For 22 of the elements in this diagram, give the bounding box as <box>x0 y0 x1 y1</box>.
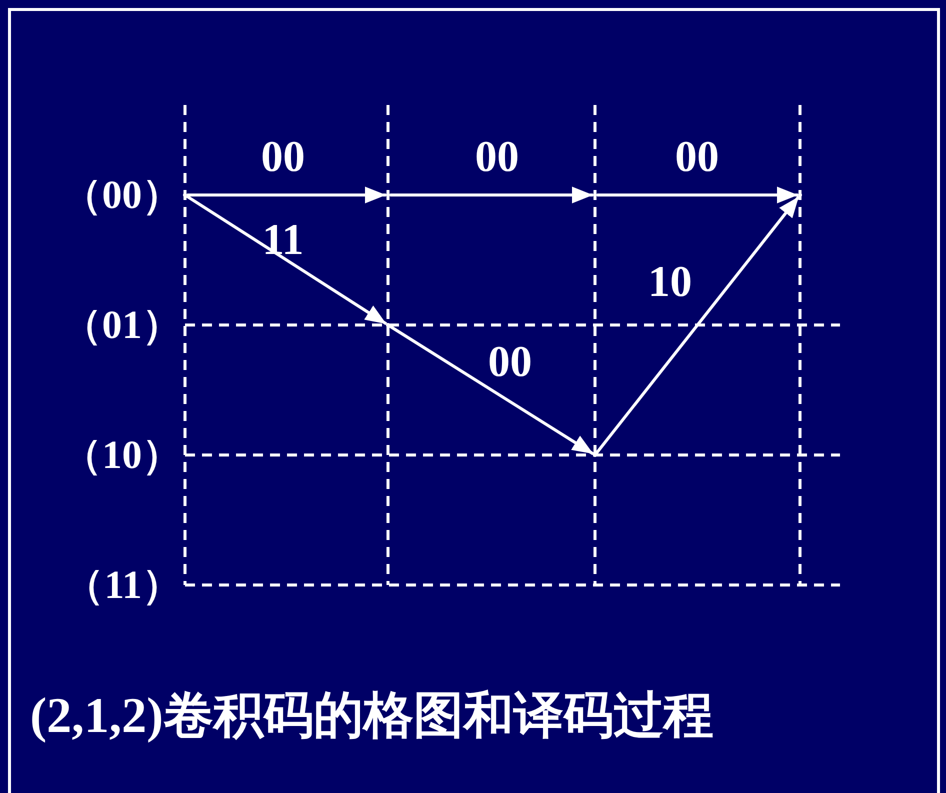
edge-label: 00 <box>261 135 305 179</box>
arrow <box>597 186 798 204</box>
trellis-node <box>386 323 390 327</box>
trellis-node <box>386 193 390 197</box>
edge-label: 00 <box>675 135 719 179</box>
arrow <box>187 186 386 204</box>
state-label: （00） <box>62 175 182 215</box>
state-label: （11） <box>64 565 182 605</box>
edge-label: 10 <box>648 260 692 304</box>
edge-label: 00 <box>488 340 532 384</box>
state-label: （01） <box>62 305 182 345</box>
edge-label: 00 <box>475 135 519 179</box>
state-label: （10） <box>62 435 182 475</box>
arrow <box>186 194 388 326</box>
caption: (2,1,2)卷积码的格图和译码过程 <box>30 690 714 740</box>
trellis-node <box>183 193 187 197</box>
trellis-node <box>593 193 597 197</box>
arrow <box>388 324 594 456</box>
arrow <box>390 186 593 204</box>
edge-label: 11 <box>262 218 304 262</box>
trellis-node <box>798 193 802 197</box>
arrow <box>595 196 800 454</box>
